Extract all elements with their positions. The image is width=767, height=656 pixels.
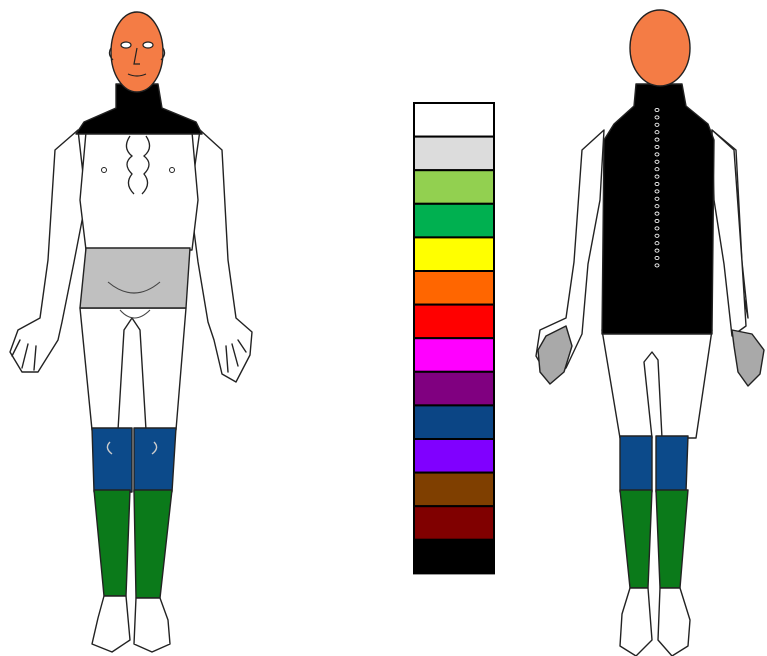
front-feet[interactable] — [92, 596, 170, 652]
palette-swatch-light-gray[interactable] — [414, 137, 494, 171]
back-thighs[interactable] — [602, 330, 712, 438]
back-right-hand[interactable] — [732, 330, 764, 386]
front-left-arm[interactable] — [10, 130, 86, 372]
palette-swatch-brown[interactable] — [414, 473, 494, 507]
front-shins[interactable] — [94, 490, 172, 598]
front-abdomen[interactable] — [80, 248, 190, 308]
palette-swatch-dark-blue[interactable] — [414, 405, 494, 439]
palette-swatch-red[interactable] — [414, 305, 494, 339]
front-knees[interactable] — [92, 428, 176, 492]
front-right-arm[interactable] — [190, 130, 252, 382]
back-torso[interactable] — [602, 84, 714, 334]
front-chest[interactable] — [80, 132, 198, 250]
palette-swatch-light-green[interactable] — [414, 170, 494, 204]
palette-swatch-maroon[interactable] — [414, 506, 494, 540]
palette-swatch-yellow[interactable] — [414, 237, 494, 271]
palette-swatch-magenta[interactable] — [414, 338, 494, 372]
back-knees[interactable] — [620, 436, 688, 492]
palette-swatch-orange[interactable] — [414, 271, 494, 305]
palette-swatch-green[interactable] — [414, 204, 494, 238]
front-thighs[interactable] — [80, 308, 186, 430]
back-shins[interactable] — [620, 490, 688, 588]
back-body-figure — [536, 10, 764, 656]
palette-swatch-white[interactable] — [414, 103, 494, 137]
palette-swatch-violet[interactable] — [414, 439, 494, 473]
front-head[interactable] — [111, 12, 163, 92]
back-feet[interactable] — [620, 588, 690, 656]
palette-swatch-black[interactable] — [414, 540, 494, 574]
palette-swatch-purple[interactable] — [414, 372, 494, 406]
back-head[interactable] — [630, 10, 690, 86]
front-body-figure — [10, 12, 252, 652]
color-palette — [414, 103, 494, 573]
